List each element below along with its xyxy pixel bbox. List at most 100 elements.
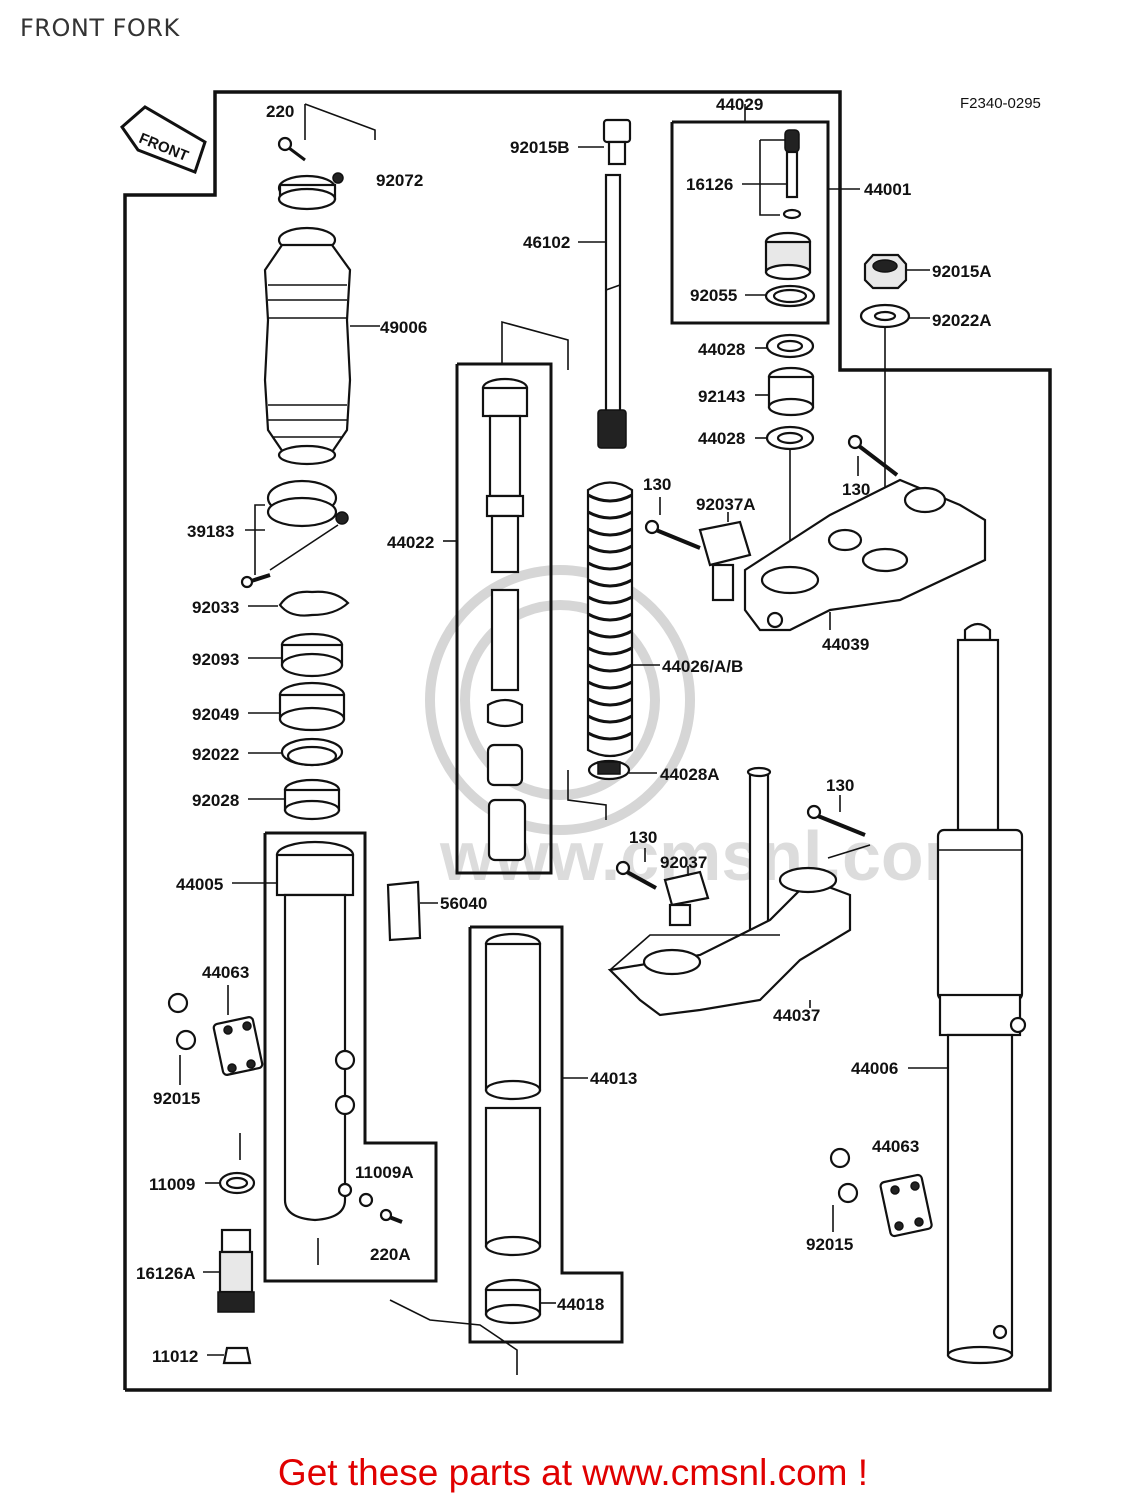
- label-92015-left: 92015: [153, 1089, 200, 1108]
- label-44018: 44018: [557, 1295, 604, 1314]
- figure-code: F2340-0295: [960, 95, 1041, 112]
- part-92055-oring: [764, 284, 816, 308]
- label-92093: 92093: [192, 650, 239, 669]
- label-44005: 44005: [176, 875, 223, 894]
- part-92143-collar: [767, 366, 815, 417]
- label-92072: 92072: [376, 171, 423, 190]
- label-92015-right: 92015: [806, 1235, 853, 1254]
- promo-link[interactable]: Get these parts at www.cmsnl.com !: [277, 1452, 869, 1493]
- part-44022-cylinder: [481, 377, 529, 862]
- frame-44022: [455, 362, 553, 875]
- part-92015-nuts-left: [167, 992, 197, 1051]
- label-44037: 44037: [773, 1006, 820, 1025]
- part-92015A-nut: [863, 253, 908, 290]
- label-44013: 44013: [590, 1069, 637, 1088]
- label-130-c: 130: [826, 776, 854, 795]
- part-44005-outer-tube: [275, 840, 356, 1222]
- label-92143: 92143: [698, 387, 745, 406]
- label-44063-right: 44063: [872, 1137, 919, 1156]
- label-92037: 92037: [660, 853, 707, 872]
- part-44026-spring: [586, 481, 634, 758]
- label-130-a: 130: [643, 475, 671, 494]
- part-11009-washer: [218, 1171, 256, 1195]
- label-16126A: 16126A: [136, 1264, 196, 1283]
- part-92022-ring: [280, 737, 344, 767]
- part-44063-clamp-left: [212, 1016, 264, 1076]
- label-49006: 49006: [380, 318, 427, 337]
- frame-44029: [670, 120, 830, 325]
- label-44001: 44001: [864, 180, 911, 199]
- part-44006-fork-leg: [936, 622, 1027, 1365]
- label-220A: 220A: [370, 1245, 411, 1264]
- part-11012-cap: [222, 1346, 252, 1365]
- page-title: FRONT FORK: [20, 14, 180, 42]
- label-92022A: 92022A: [932, 311, 992, 330]
- label-130-d: 130: [629, 828, 657, 847]
- part-44028A-seat: [587, 759, 631, 781]
- label-44029: 44029: [716, 95, 763, 114]
- label-16126: 16126: [686, 175, 733, 194]
- exploded-parts-diagram: www.cmsnl.com FRONT F2340-0295: [119, 90, 1052, 1392]
- part-92022A-washer: [859, 303, 911, 329]
- part-44037-lower-bracket: [607, 766, 852, 1017]
- label-44026: 44026/A/B: [662, 657, 743, 676]
- label-39183: 39183: [187, 522, 234, 541]
- watermark-text: www.cmsnl.com: [439, 817, 986, 895]
- label-11009A: 11009A: [355, 1163, 414, 1182]
- frame-44013: [468, 925, 624, 1344]
- part-92033-seal: [278, 590, 350, 617]
- part-screw-39183: [240, 573, 271, 589]
- label-44006: 44006: [851, 1059, 898, 1078]
- label-92015B: 92015B: [510, 138, 570, 157]
- part-39183-clamp: [266, 479, 349, 528]
- part-labels: 220 92072 49006 39183 92033 92093 92049 …: [136, 95, 992, 1366]
- label-130-b: 130: [842, 480, 870, 499]
- frame-44005: [263, 831, 438, 1283]
- label-220: 220: [266, 102, 294, 121]
- label-44028-bottom: 44028: [698, 429, 745, 448]
- part-44018-bushing: [484, 1278, 542, 1325]
- part-44039-upper-bracket: [743, 478, 987, 632]
- part-44063-clamp-right: [879, 1173, 933, 1238]
- part-92093-seal: [280, 632, 344, 678]
- part-44029-cap: [764, 231, 812, 281]
- label-92033: 92033: [192, 598, 239, 617]
- label-44022: 44022: [387, 533, 434, 552]
- part-92072-clamp: [277, 172, 344, 211]
- part-44028-washer-bottom: [765, 425, 815, 451]
- label-92049: 92049: [192, 705, 239, 724]
- label-56040: 56040: [440, 894, 487, 913]
- label-11012: 11012: [152, 1347, 198, 1366]
- part-44028-washer-top: [765, 333, 815, 359]
- label-46102: 46102: [523, 233, 570, 252]
- part-92037-clamp: [663, 870, 710, 927]
- part-92037A-clamp: [698, 520, 752, 602]
- part-92049-washer: [278, 681, 346, 732]
- part-220-screw: [277, 136, 306, 162]
- part-220A-screw: [379, 1208, 403, 1224]
- front-arrow-icon: FRONT: [119, 105, 207, 174]
- part-49006-boot: [263, 226, 352, 466]
- label-92022: 92022: [192, 745, 239, 764]
- part-92028-bushing: [283, 778, 341, 821]
- label-44063-left: 44063: [202, 963, 249, 982]
- part-46102-rod: [597, 173, 627, 449]
- watermark-logo: www.cmsnl.com: [425, 565, 986, 895]
- part-130-bolt-a: [644, 519, 701, 550]
- label-44039: 44039: [822, 635, 869, 654]
- label-92037A: 92037A: [696, 495, 756, 514]
- part-130-bolt-b: [847, 434, 899, 477]
- part-56040-label: [386, 880, 422, 942]
- label-44028-top: 44028: [698, 340, 745, 359]
- label-92015A: 92015A: [932, 262, 992, 281]
- part-16126A-drain: [217, 1228, 255, 1313]
- ref-line-220: [304, 103, 376, 140]
- part-16126-valve: [782, 129, 802, 220]
- label-92028: 92028: [192, 791, 239, 810]
- part-130-bolt-d: [615, 860, 657, 890]
- label-44028A: 44028A: [660, 765, 720, 784]
- part-130-bolt-c: [806, 804, 866, 837]
- part-11009A-washer: [358, 1192, 374, 1208]
- label-11009: 11009: [149, 1175, 195, 1194]
- part-44013-inner-tube: [484, 932, 542, 1257]
